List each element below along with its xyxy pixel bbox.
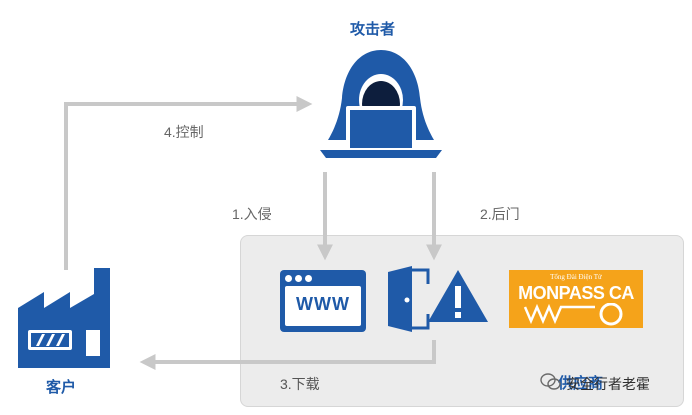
client-label: 客户 bbox=[46, 379, 77, 396]
factory-icon bbox=[18, 268, 110, 368]
backdoor-label: 2.后门 bbox=[480, 206, 520, 222]
supplier-label: 供应商 bbox=[558, 375, 604, 392]
intrude-label: 1.入侵 bbox=[232, 206, 272, 222]
monpass-ca-logo: Tổng Đài Điện Tử MONPASS CA bbox=[509, 270, 643, 328]
watermark-text: 安全行者老霍 bbox=[566, 376, 650, 392]
control-arrow bbox=[64, 96, 313, 270]
ca-logo-main-text: MONPASS CA bbox=[518, 283, 634, 303]
ca-logo-small-text: Tổng Đài Điện Tử bbox=[550, 273, 602, 281]
download-label: 3.下载 bbox=[280, 376, 320, 392]
hacker-icon bbox=[320, 50, 442, 158]
backdoor-warning-icon bbox=[388, 266, 488, 332]
key-icon bbox=[523, 303, 623, 326]
control-label: 4.控制 bbox=[164, 124, 204, 140]
attacker-label: 攻击者 bbox=[350, 21, 396, 38]
www-text: WWW bbox=[296, 294, 350, 314]
wechat-icon bbox=[540, 373, 561, 390]
www-icon: WWW bbox=[280, 270, 366, 332]
download-arrow bbox=[139, 340, 436, 370]
